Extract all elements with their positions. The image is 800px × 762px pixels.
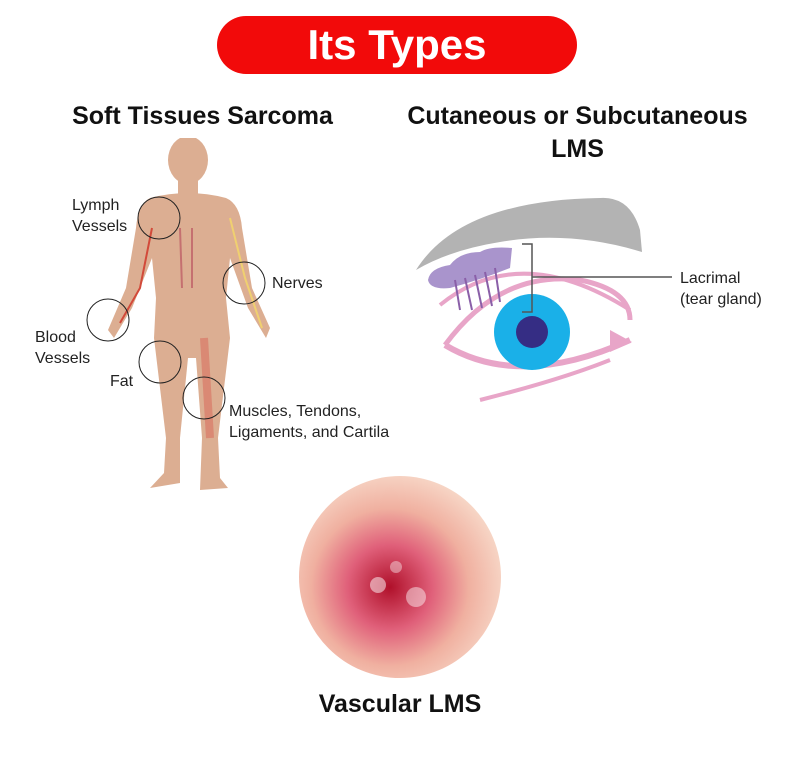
heading-soft-tissues-sarcoma: Soft Tissues Sarcoma: [72, 102, 333, 130]
label-fat: Fat: [110, 373, 134, 390]
label-blood-vessels: Blood Vessels: [35, 329, 91, 367]
label-lymph-vessels: Lymph Vessels: [72, 197, 128, 235]
human-body-illustration: [86, 138, 270, 490]
eye-illustration: [416, 197, 672, 402]
title-banner: Its Types: [217, 16, 577, 74]
heading-cutaneous-lms: Cutaneous or Subcutaneous LMS: [407, 102, 748, 163]
heading-vascular-lms: Vascular LMS: [318, 690, 482, 718]
label-nerves: Nerves: [272, 275, 323, 292]
vascular-tissue-illustration: [299, 476, 501, 678]
label-muscles: Muscles, Tendons, Ligaments, and Cartila: [229, 403, 390, 441]
label-lacrimal: Lacrimal (tear gland): [680, 270, 762, 308]
